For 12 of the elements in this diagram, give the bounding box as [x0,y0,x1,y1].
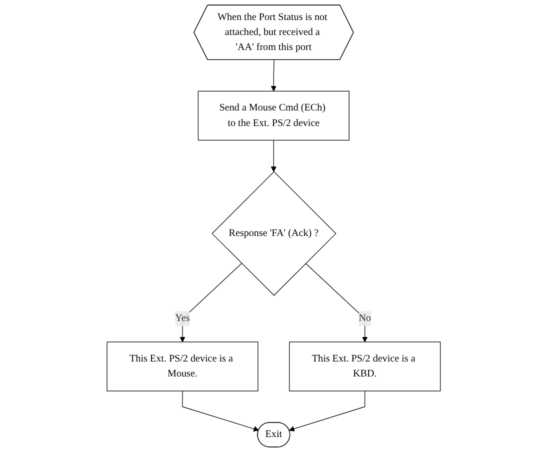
arrow [182,390,260,432]
node-box: This Ext. PS/2 device is a KBD. [289,342,441,392]
edge-label: Yes [176,313,190,324]
arrow [271,140,277,172]
arrow [306,263,368,342]
edge-label: No [359,313,372,324]
node-diamond: Response 'FA' (Ack) ? [212,171,337,296]
arrow [271,60,277,92]
arrow [180,263,242,342]
arrow [289,390,366,432]
node-box: Send a Mouse Cmd (ECh) to the Ext. PS/2 device [198,90,350,141]
node-box: This Ext. PS/2 device is a Mouse. [107,342,259,392]
